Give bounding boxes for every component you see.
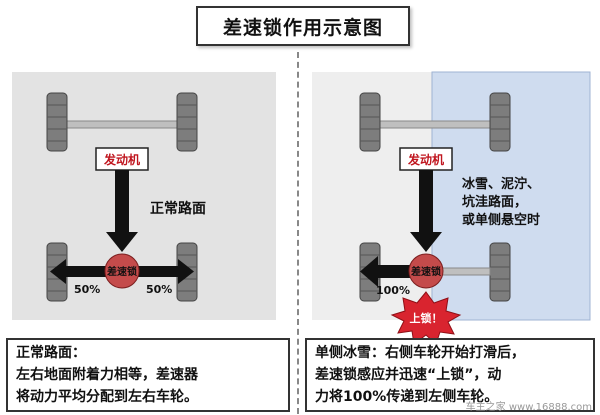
left-output-arrow-left-head: [50, 259, 66, 284]
left-road-label: 正常路面: [150, 200, 206, 217]
left-driveshaft-arrow-shaft: [115, 170, 129, 234]
left-output-arrow-right-shaft: [136, 266, 180, 277]
right-output-arrow-left-head: [360, 256, 378, 287]
right-driveshaft-arrow-head: [410, 232, 442, 252]
left-diff-label: 差速锁: [107, 265, 137, 278]
right-rear-wheel-treads: [360, 104, 510, 142]
right-rear-left-wheel: [359, 92, 381, 152]
right-rear-right-wheel: [489, 92, 511, 152]
right-output-line-right: [439, 267, 491, 276]
left-left-percent: 50%: [74, 283, 100, 296]
left-rear-wheel-treads: [47, 104, 197, 142]
left-engine-label: 发动机: [103, 152, 140, 167]
right-rear-axle: [371, 120, 499, 129]
lock-label: 上锁！: [410, 311, 443, 325]
panel-divider: [297, 52, 299, 414]
right-left-percent: 100%: [376, 284, 410, 297]
left-caption-head: 正常路面：: [16, 345, 86, 361]
left-rear-right-wheel: [176, 92, 198, 152]
left-right-percent: 50%: [146, 283, 172, 296]
right-output-arrow-left-shaft: [376, 265, 412, 278]
right-engine-label: 发动机: [407, 152, 444, 167]
right-caption-line-1: 单侧冰雪：右侧车轮开始打滑后，: [315, 342, 585, 364]
right-caption-head: 单侧冰雪：: [315, 345, 385, 361]
title-text: 差速锁作用示意图: [222, 16, 383, 39]
left-driveshaft-arrow-head: [106, 232, 138, 252]
right-panel-slippery-zone: [431, 71, 591, 321]
right-caption-line-3: 力将100%传递到左侧车轮。: [315, 389, 499, 405]
left-caption-line-1: 左右地面附着力相等，差速器: [16, 367, 198, 383]
right-front-right-wheel: [489, 242, 511, 302]
right-driveshaft-arrow-shaft: [419, 170, 433, 234]
left-output-arrow-left-shaft: [64, 266, 108, 277]
diagram-title: 差速锁作用示意图: [196, 6, 410, 46]
right-caption: 单侧冰雪：右侧车轮开始打滑后， 差速锁感应并迅速“上锁”，动 力将100%传递到…: [305, 338, 595, 412]
right-caption-line-1-rest: 右侧车轮开始打滑后，: [385, 345, 525, 361]
lock-burst-icon: [390, 291, 462, 345]
left-output-arrow-right-head: [178, 259, 194, 284]
right-road-label-3: 或单侧悬空时: [462, 212, 540, 228]
right-caption-line-2: 差速锁感应并迅速“上锁”，动: [315, 367, 502, 383]
right-road-label-2: 坑洼路面，: [462, 194, 527, 210]
left-differential: [104, 253, 140, 289]
left-caption: 正常路面： 左右地面附着力相等，差速器 将动力平均分配到左右车轮。: [6, 338, 290, 412]
right-differential: [408, 253, 444, 289]
left-caption-line-2: 将动力平均分配到左右车轮。: [16, 389, 198, 405]
right-diff-label: 差速锁: [411, 265, 441, 278]
right-road-label-1: 冰雪、泥泞、: [462, 176, 540, 192]
site-watermark: 车主之家 www.16888.com: [465, 402, 592, 413]
left-rear-left-wheel: [46, 92, 68, 152]
